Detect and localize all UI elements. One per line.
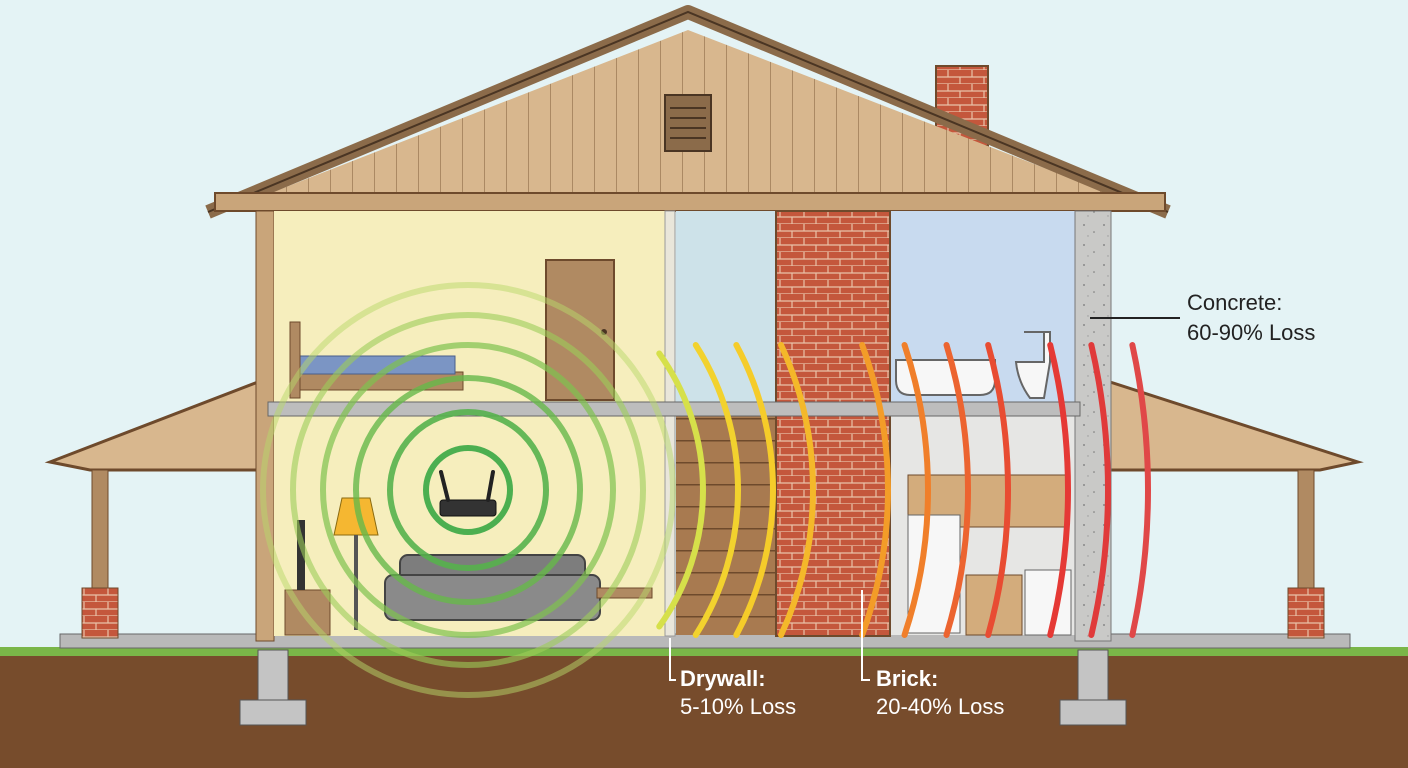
- signal-arc: [1129, 342, 1151, 638]
- drywall-label-title: Drywall:: [680, 666, 766, 691]
- footing-right: [1077, 649, 1109, 703]
- drywall-partition: [664, 210, 676, 637]
- signal-arc: [1047, 342, 1071, 638]
- signal-arc: [901, 342, 931, 638]
- signal-arc: [692, 342, 741, 638]
- concrete-label-title: Concrete:: [1187, 290, 1282, 315]
- signal-arc: [1088, 342, 1112, 638]
- signal-ring: [353, 375, 583, 605]
- signal-ring: [387, 409, 549, 571]
- footing-left-base: [239, 699, 307, 726]
- brick-leader: [861, 590, 870, 681]
- signal-arc: [733, 342, 776, 638]
- vent-icon: [664, 94, 712, 152]
- signal-ring: [260, 282, 676, 698]
- brick-label-value: 20-40% Loss: [876, 694, 1004, 719]
- brick-label-title: Brick:: [876, 666, 938, 691]
- signal-ring: [290, 312, 646, 668]
- ceiling-beam: [214, 192, 1166, 212]
- stairs: [676, 415, 776, 635]
- grass: [0, 647, 1408, 656]
- slab: [59, 633, 1351, 649]
- drywall-leader: [669, 638, 676, 681]
- right-porch: [1108, 379, 1364, 639]
- footing-right-base: [1059, 699, 1127, 726]
- signal-ring: [423, 445, 513, 535]
- soil: [0, 655, 1408, 768]
- signal-arc: [656, 350, 706, 630]
- tv: [297, 520, 305, 590]
- stair-upper: [676, 211, 776, 403]
- side-table: [596, 587, 653, 599]
- footing-left: [257, 649, 289, 703]
- signal-arc: [859, 342, 891, 638]
- signal-arc: [985, 342, 1011, 638]
- signal-waves: [260, 282, 1151, 698]
- toilet-icon: [1014, 331, 1051, 399]
- signal-arc: [778, 342, 816, 638]
- left-porch: [44, 379, 260, 639]
- signal-arc: [943, 342, 971, 638]
- signal-ring: [320, 342, 616, 638]
- wifi-router-icon: [439, 470, 497, 517]
- drywall-label-value: 5-10% Loss: [680, 694, 796, 719]
- brick-wall: [775, 210, 891, 637]
- concrete-label-value: 60-90% Loss: [1187, 320, 1315, 345]
